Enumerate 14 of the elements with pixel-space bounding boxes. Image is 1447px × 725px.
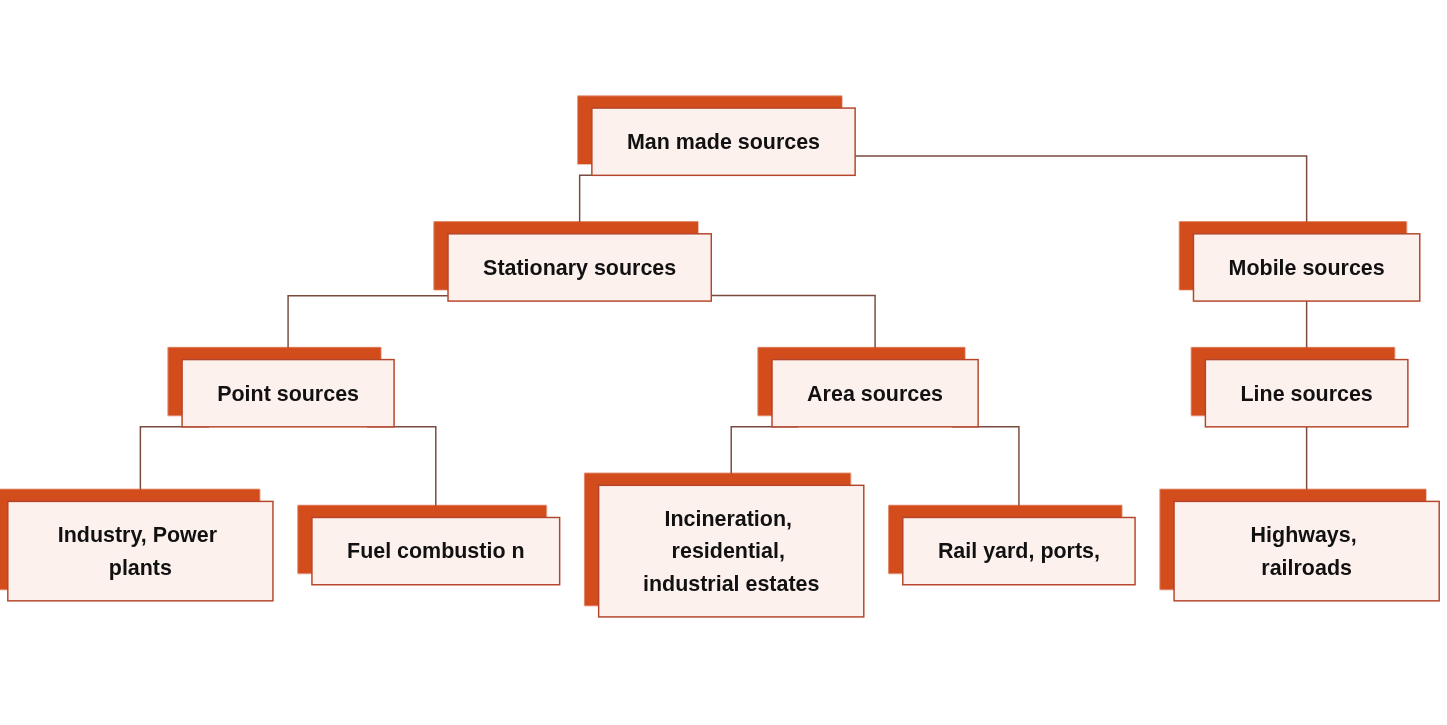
node-box: Point sources — [181, 358, 395, 428]
node-box: Line sources — [1204, 358, 1409, 428]
connector — [287, 295, 449, 361]
node-box: Stationary sources — [447, 233, 712, 302]
connector — [1305, 300, 1308, 361]
node-box: Highways, railroads — [1173, 500, 1440, 602]
node-box: Incineration, residential, industrial estates — [597, 484, 865, 618]
node-box: Mobile sources — [1192, 233, 1421, 302]
node-box: Area sources — [771, 358, 979, 428]
node-box: Man made sources — [591, 107, 856, 177]
node-box: Industry, Power plants — [7, 500, 274, 602]
connector — [1305, 426, 1308, 503]
node-box: Fuel combustio n — [311, 516, 561, 586]
node-box: Rail yard, ports, — [902, 516, 1136, 586]
